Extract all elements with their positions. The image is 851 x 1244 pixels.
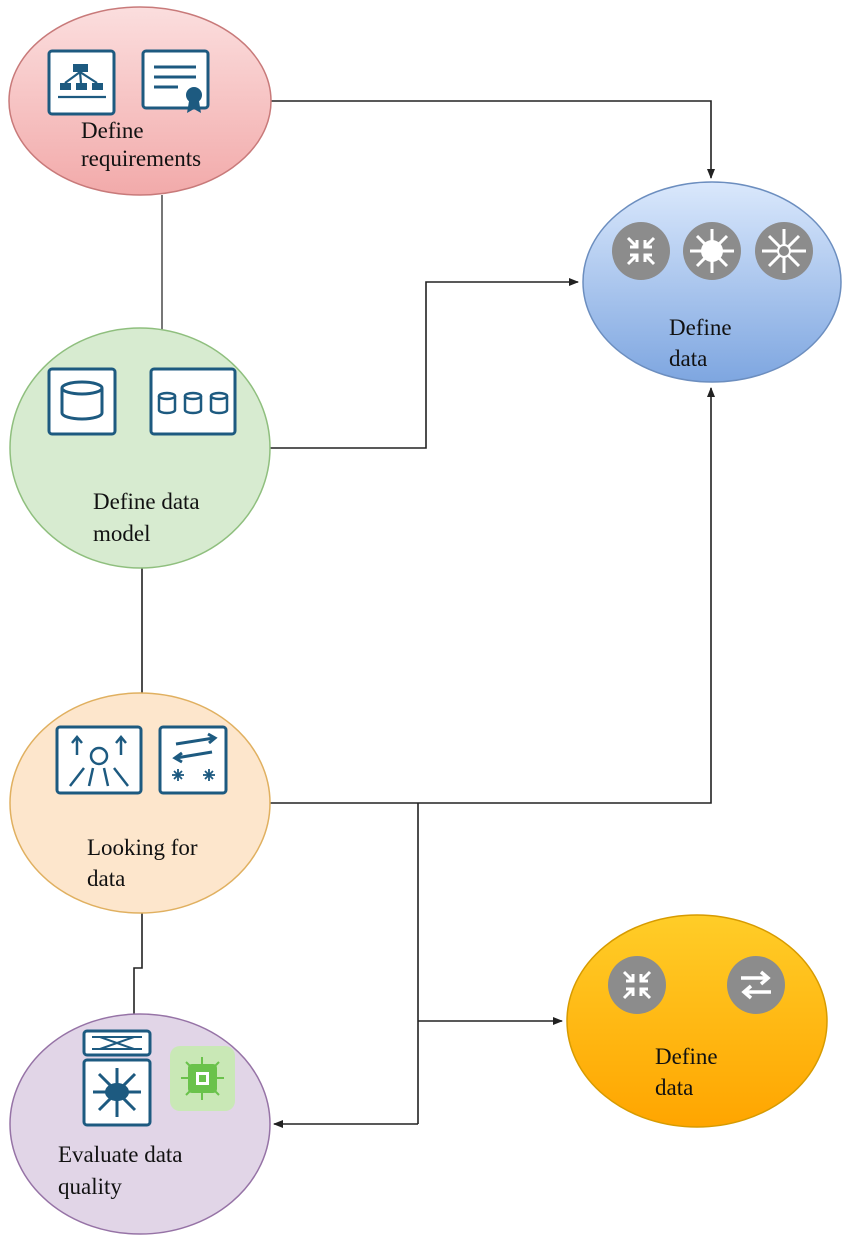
node-label-line1: Define data <box>93 489 200 514</box>
database-cluster-icon <box>149 367 237 436</box>
database-icon <box>47 367 117 436</box>
edge-looking-to-evaluate <box>133 913 143 1014</box>
node-shape <box>566 914 828 1128</box>
router-icon <box>612 222 670 280</box>
node-define-data-blue[interactable]: Define data <box>582 181 842 383</box>
node-label-line1: Define <box>669 315 732 340</box>
node-define-data-orange[interactable]: Define data <box>566 914 828 1128</box>
node-label-line2: requirements <box>81 146 201 171</box>
hierarchy-network-icon <box>47 49 116 116</box>
node-label-line2: data <box>655 1075 693 1100</box>
router-icon <box>608 956 666 1014</box>
certificate-icon <box>141 49 210 113</box>
node-label-line1: Define <box>81 118 144 143</box>
node-label-line1: Looking for <box>87 835 198 860</box>
edge-requirements-to-define-data <box>271 100 715 179</box>
layer-switch-icon <box>158 725 228 795</box>
node-shape <box>582 181 842 383</box>
node-label-line1: Define <box>655 1044 718 1069</box>
patch-panel-icon <box>82 1029 152 1057</box>
edges <box>133 100 715 1128</box>
hub-icon <box>683 222 741 280</box>
switch-star-icon <box>755 222 813 280</box>
node-label-line2: model <box>93 521 151 546</box>
node-define-data-model[interactable]: Define data model <box>9 327 271 569</box>
node-label-line2: data <box>87 866 125 891</box>
node-evaluate-data-quality[interactable]: Evaluate data quality <box>9 1013 271 1235</box>
chip-icon <box>170 1046 235 1111</box>
broadcast-icon <box>55 725 143 795</box>
node-label-line1: Evaluate data <box>58 1142 183 1167</box>
edge-data-model-to-define-data <box>270 278 579 449</box>
node-label-line2: quality <box>58 1174 122 1199</box>
node-label-line2: data <box>669 346 707 371</box>
exchange-icon <box>727 956 785 1014</box>
node-define-requirements[interactable]: Define requirements <box>8 6 272 196</box>
star-network-icon <box>82 1058 152 1127</box>
node-looking-for-data[interactable]: Looking for data <box>9 692 271 914</box>
edge-looking-to-define-data <box>270 387 715 804</box>
